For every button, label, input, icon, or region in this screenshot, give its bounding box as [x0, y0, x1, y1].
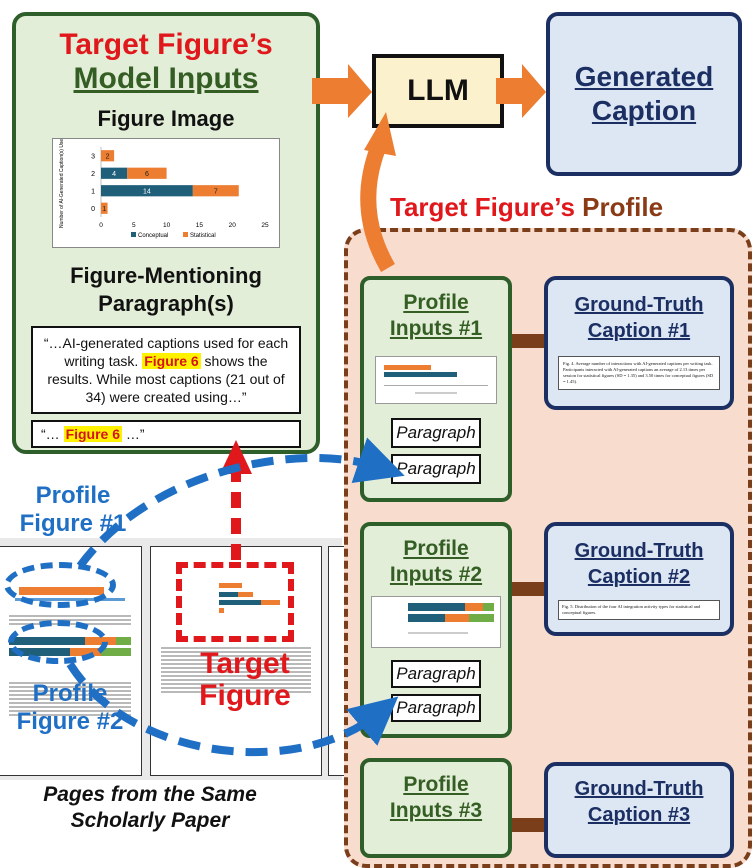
profile-3-title-line1: Profile [403, 773, 469, 796]
chart-bar [101, 185, 193, 197]
paragraphs-label-line1: Figure-Mentioning [70, 263, 262, 288]
profile-2-title-line1: Profile [403, 537, 469, 560]
gt-1-caption-text: Fig. 4. Average number of interactions w… [558, 356, 720, 390]
chart-x-tick: 20 [229, 222, 237, 229]
chart-category-label: 3 [91, 153, 95, 160]
chart-x-tick: 10 [163, 222, 171, 229]
profile-fig2-line2: Figure #2 [16, 708, 124, 735]
profile-2-title-line2: Inputs #2 [389, 563, 483, 586]
mini-bar-chart: Number of AI-Generated Caption(s) Used 3 2… [59, 139, 269, 239]
gt-2-caption-text: Fig. 5. Distribution of the four AI inte… [558, 600, 720, 620]
ground-truth-1: Ground-Truth Caption #1 Fig. 4. Average … [544, 276, 734, 410]
generated-caption-line2: Caption [591, 95, 697, 126]
pages-caption-line2: Scholarly Paper [70, 809, 230, 832]
chart-category-label: 1 [91, 188, 95, 195]
profile-header: Target Figure’s Profile [390, 192, 756, 223]
chart-data-label: 2 [106, 153, 110, 160]
paragraphs-label-line2: Paragraph(s) [98, 291, 234, 316]
connector-3 [512, 818, 544, 832]
profile-2-paragraph-1: Paragraph [391, 660, 481, 688]
profile-2-paragraph-2: Paragraph [391, 694, 481, 722]
chart-x-tick: 25 [261, 222, 269, 229]
chart-category-label: 2 [91, 171, 95, 178]
profile-3-title-line2: Inputs #3 [389, 799, 483, 822]
profile-figure-2-label: Profile Figure #2 [0, 680, 140, 736]
chart-legend-swatch [183, 232, 188, 237]
profile-figure-2-oval [8, 620, 108, 664]
profile-figure-1-oval [4, 562, 116, 608]
paragraph-figure-ref: Figure 6 [142, 353, 201, 369]
profile-inputs-2: Profile Inputs #2 Paragraph Paragraph [360, 522, 512, 738]
generated-caption-box: Generated Caption [546, 12, 742, 176]
gt-1-line2: Caption #1 [587, 320, 691, 342]
paragraphs-label: Figure-Mentioning Paragraph(s) [16, 262, 316, 318]
target-inputs-title-line2: Model Inputs [73, 62, 259, 95]
profile-fig2-line1: Profile [32, 680, 108, 707]
chart-bar [101, 150, 115, 162]
gt-1-line1: Ground-Truth [574, 294, 704, 316]
short-quote-open: “… [41, 426, 64, 442]
profile-inputs-3: Profile Inputs #3 [360, 758, 512, 858]
chart-data-label: 4 [112, 171, 116, 178]
chart-legend-swatch [131, 232, 136, 237]
llm-label: LLM [407, 74, 469, 107]
figure-image-card: Number of AI-Generated Caption(s) Used 3 2… [52, 138, 280, 248]
chart-data-label: 1 [102, 206, 106, 213]
connector-2 [512, 582, 544, 596]
target-label-line2: Figure [199, 679, 291, 712]
chart-data-label: 14 [143, 188, 151, 195]
profile-1-figure-thumb [375, 356, 497, 404]
profile-1-title-line1: Profile [403, 291, 469, 314]
profile-1-paragraph-1: Paragraph [391, 418, 481, 448]
profile-fig1-line1: Profile [35, 482, 111, 509]
chart-data-label: 6 [145, 171, 149, 178]
chart-x-tick: 0 [99, 222, 103, 229]
arrow-inputs-to-llm [312, 64, 372, 118]
target-figure-label: Target Figure [170, 648, 320, 712]
profile-1-title-line2: Inputs #1 [389, 317, 483, 340]
short-quote-figure-ref: Figure 6 [63, 426, 123, 442]
pages-caption: Pages from the Same Scholarly Paper [0, 782, 300, 834]
paragraph-quote-after: shows the results. While most captions (… [47, 353, 285, 405]
chart-bar [127, 167, 167, 179]
target-model-inputs-panel: Target Figure’s Model Inputs Figure Imag… [12, 12, 320, 454]
llm-box: LLM [372, 54, 504, 128]
generated-caption-line1: Generated [574, 61, 714, 92]
chart-category-label: 0 [91, 206, 95, 213]
profile-fig1-line2: Figure #1 [19, 510, 127, 537]
figure-image-label: Figure Image [97, 106, 235, 131]
target-figure-highlight [176, 562, 294, 642]
paragraph-quote-card: “…AI-generated captions used for each wr… [31, 326, 301, 414]
gt-2-line2: Caption #2 [587, 566, 691, 588]
chart-bar [101, 167, 128, 179]
ground-truth-2: Ground-Truth Caption #2 Fig. 5. Distribu… [544, 522, 734, 636]
chart-legend-label: Conceptual [138, 233, 168, 239]
paragraph-quote-before: “…AI-generated captions used for each wr… [43, 335, 289, 369]
chart-legend-label: Statistical [190, 233, 216, 239]
gt-2-line1: Ground-Truth [574, 540, 704, 562]
connector-1 [512, 334, 544, 348]
profile-header-part2: Profile [582, 192, 664, 222]
chart-data-label: 7 [214, 188, 218, 195]
target-label-line1: Target [200, 647, 290, 680]
profile-figure-1-label: Profile Figure #1 [0, 482, 146, 538]
ground-truth-3: Ground-Truth Caption #3 [544, 762, 734, 858]
profile-2-figure-thumb [371, 596, 501, 648]
gt-3-line2: Caption #3 [587, 804, 691, 826]
chart-ylabel: Number of AI-Generated Caption(s) Used [59, 139, 65, 228]
profile-1-paragraph-2: Paragraph [391, 454, 481, 484]
short-quote-close: …” [122, 426, 145, 442]
chart-bar [101, 202, 108, 214]
paper-page-3-edge [328, 546, 344, 776]
pages-caption-line1: Pages from the Same [43, 783, 257, 806]
target-inputs-title-line1: Target Figure’s [59, 28, 273, 61]
chart-x-tick: 5 [132, 222, 136, 229]
profile-inputs-1: Profile Inputs #1 Paragraph Paragraph [360, 276, 512, 502]
profile-header-part1: Target Figure’s [390, 192, 575, 222]
chart-x-tick: 15 [196, 222, 204, 229]
short-quote-card: “… Figure 6 …” [31, 420, 301, 448]
gt-3-line1: Ground-Truth [574, 778, 704, 800]
chart-bar [192, 185, 239, 197]
